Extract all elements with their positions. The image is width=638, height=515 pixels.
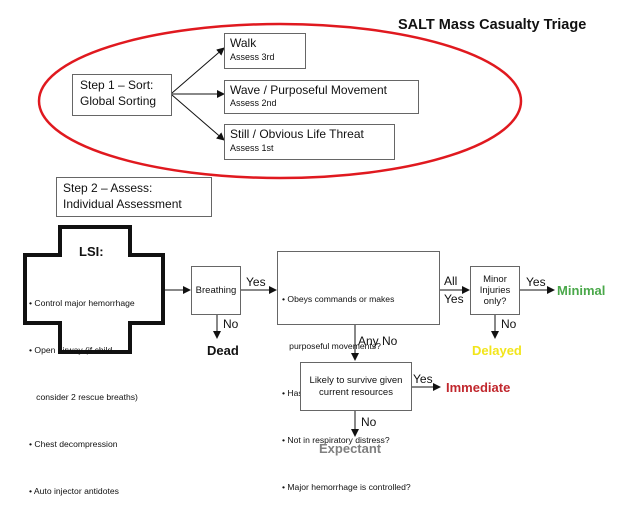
criteria-item: • Not in respiratory distress? xyxy=(282,435,390,445)
expectant-label: Expectant xyxy=(319,441,382,456)
breathing-label: Breathing xyxy=(195,285,237,296)
breathing-box: Breathing xyxy=(191,266,241,315)
step2-line1: Step 2 – Assess: xyxy=(63,181,153,195)
criteria-box: • Obeys commands or makes purposeful mov… xyxy=(277,251,440,492)
sort-wave-sub: Assess 2nd xyxy=(230,98,277,108)
minor-no: No xyxy=(501,317,517,331)
minor-yes: Yes xyxy=(526,275,546,289)
any-no-label: Any No xyxy=(358,334,398,348)
step1-box: Step 1 – Sort: Global Sorting xyxy=(72,74,172,116)
breathing-no: No xyxy=(223,317,239,331)
immediate-label: Immediate xyxy=(446,380,511,395)
lsi-item: • Control major hemorrhage xyxy=(29,298,135,308)
step1-line2: Global Sorting xyxy=(80,94,157,108)
lsi-cross xyxy=(23,225,165,354)
lsi-item: • Chest decompression xyxy=(29,439,118,449)
lsi-list: • Control major hemorrhage • Open airway… xyxy=(29,262,138,515)
highlight-oval xyxy=(37,22,523,180)
criteria-item: purposeful movements? xyxy=(282,341,381,351)
step2-line2: Individual Assessment xyxy=(63,197,182,211)
yes-label: Yes xyxy=(444,292,464,306)
diagram-title: SALT Mass Casualty Triage xyxy=(398,17,587,33)
survive-box: Likely to survive given current resource… xyxy=(300,362,412,411)
minor-line3: only? xyxy=(483,296,507,307)
criteria-item: • Obeys commands or makes xyxy=(282,294,395,304)
minimal-label: Minimal xyxy=(557,283,606,298)
minor-line2: Injuries xyxy=(479,285,511,296)
step2-box: Step 2 – Assess: Individual Assessment xyxy=(56,177,212,217)
sort-still-label: Still / Obvious Life Threat xyxy=(230,127,364,141)
lsi-item: consider 2 rescue breaths) xyxy=(29,392,138,402)
lsi-title: LSI: xyxy=(79,244,104,259)
all-label: All xyxy=(444,274,458,288)
survive-yes: Yes xyxy=(413,372,433,386)
lsi-item: • Auto injector antidotes xyxy=(29,486,119,496)
flow-connectors xyxy=(23,22,555,437)
sort-still-box: Still / Obvious Life Threat Assess 1st xyxy=(224,124,395,160)
delayed-label: Delayed xyxy=(472,343,522,358)
breathing-yes: Yes xyxy=(246,275,266,289)
sort-wave-box: Wave / Purposeful Movement Assess 2nd xyxy=(224,80,419,114)
sort-still-sub: Assess 1st xyxy=(230,143,274,153)
survive-line2: current resources xyxy=(319,386,393,398)
lsi-item: • Open airway (if child xyxy=(29,345,113,355)
minor-injuries-box: Minor Injuries only? xyxy=(470,266,520,315)
survive-line1: Likely to survive given xyxy=(309,374,403,386)
minor-line1: Minor xyxy=(483,274,507,285)
sort-walk-sub: Assess 3rd xyxy=(230,52,275,62)
criteria-item: • Major hemorrhage is controlled? xyxy=(282,482,411,492)
dead-label: Dead xyxy=(207,343,239,358)
sort-walk-label: Walk xyxy=(230,36,257,50)
sort-wave-label: Wave / Purposeful Movement xyxy=(230,83,387,97)
survive-no: No xyxy=(361,415,377,429)
step1-line1: Step 1 – Sort: xyxy=(80,78,154,92)
sort-walk-box: Walk Assess 3rd xyxy=(224,33,306,69)
